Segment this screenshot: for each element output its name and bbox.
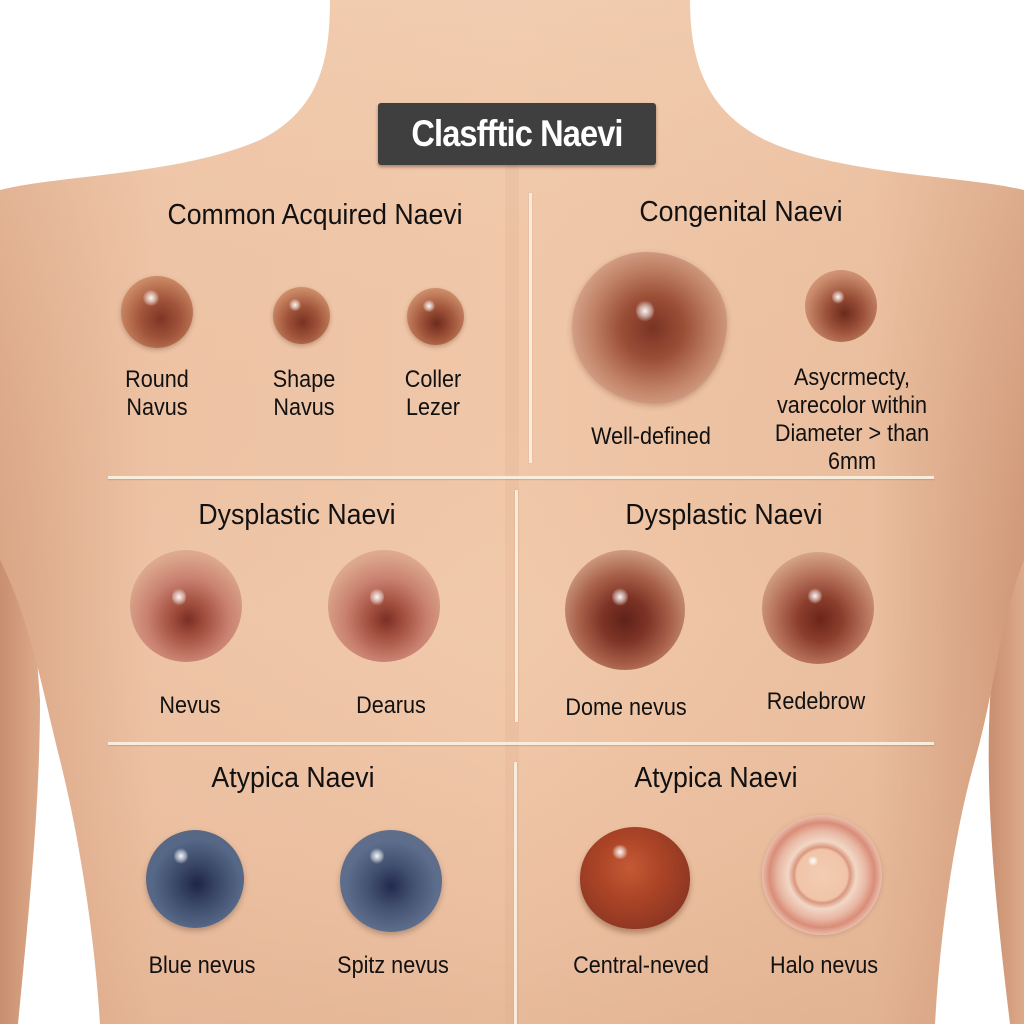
divider-vertical-middle	[515, 490, 518, 722]
mole-label: Round Navus	[125, 366, 189, 421]
dome-nevus-mole-icon	[565, 550, 685, 670]
spitz-nevus-mole-icon	[340, 830, 442, 932]
section-heading: Dysplastic Naevi	[198, 499, 396, 531]
blue-nevus-mole-icon	[146, 830, 244, 928]
divider-vertical-bottom	[514, 762, 517, 1024]
divider-horizontal-1	[108, 476, 934, 479]
well-defined-mole-icon	[572, 252, 727, 404]
page-title: Clasfftic Naevi	[411, 113, 623, 154]
shape-navus-mole-icon	[273, 287, 330, 344]
mole-label: Dome nevus	[565, 694, 687, 721]
round-navus-mole-icon	[121, 276, 193, 348]
mole-label: Well-defined	[591, 423, 711, 450]
mole-label: Redebrow	[766, 688, 866, 715]
halo-nevus-mole-icon	[762, 815, 882, 935]
small-brown-mole-icon	[805, 270, 877, 342]
divider-horizontal-2	[108, 742, 934, 745]
mole-label: Coller Lezer	[404, 366, 462, 421]
mole-label: Shape Navus	[272, 366, 336, 421]
mole-label: Halo nevus	[769, 952, 879, 979]
section-heading: Congenital Naevi	[639, 196, 843, 228]
mole-label: Central-neved	[573, 952, 709, 979]
section-heading: Common Acquired Naevi	[167, 199, 463, 231]
section-heading: Atypica Naevi	[634, 762, 798, 794]
mole-label: Dearus	[356, 692, 426, 719]
coller-lezer-mole-icon	[407, 288, 464, 345]
central-neved-mole-icon	[580, 827, 690, 929]
redebrow-mole-icon	[762, 552, 874, 664]
dearus-mole-icon	[328, 550, 440, 662]
title-banner: Clasfftic Naevi	[378, 103, 656, 165]
mole-label: Asycrmecty, varecolor within Diameter > …	[774, 364, 930, 475]
mole-label: Nevus	[159, 692, 221, 719]
divider-vertical-top	[529, 193, 532, 463]
section-heading: Atypica Naevi	[211, 762, 375, 794]
section-heading: Dysplastic Naevi	[625, 499, 823, 531]
mole-label: Spitz nevus	[337, 952, 449, 979]
mole-label: Blue nevus	[148, 952, 256, 979]
nevus-mole-icon	[130, 550, 242, 662]
